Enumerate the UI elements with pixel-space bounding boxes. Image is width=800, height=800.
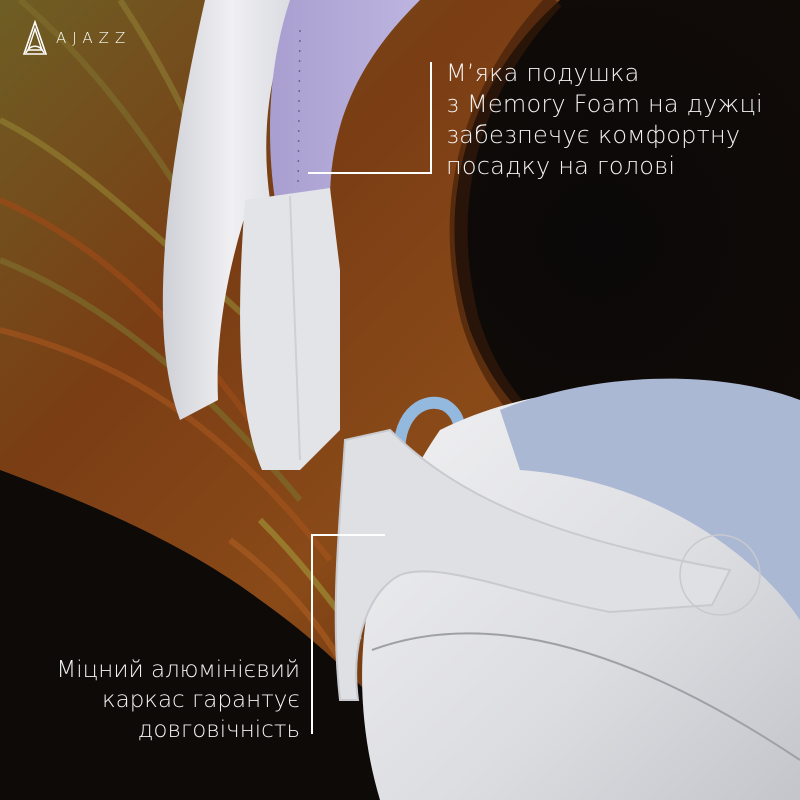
callout-line: М’яка подушка	[446, 59, 640, 87]
brand-name: AJAZZ	[56, 29, 132, 47]
callout-line: забезпечує комфортну	[446, 121, 741, 149]
callout-line: посадку на голові	[446, 152, 676, 180]
bottom-callout-horizontal-line	[311, 534, 385, 536]
top-callout-horizontal-line	[308, 172, 432, 174]
ajazz-triangle-logo-icon	[22, 20, 48, 55]
aluminum-frame-callout: Міцний алюмінієвий каркас гарантує довго…	[0, 655, 300, 745]
callout-line: каркас гарантує	[101, 687, 300, 713]
top-callout-vertical-line	[430, 62, 432, 174]
bottom-callout-vertical-line	[311, 534, 313, 734]
headband-cushion-callout: М’яка подушка з Memory Foam на дужці заб…	[446, 58, 796, 182]
brand-logo: AJAZZ	[22, 20, 131, 56]
callout-line: Міцний алюмінієвий	[56, 657, 300, 683]
callout-line: з Memory Foam на дужці	[446, 90, 763, 118]
callout-line: довговічність	[137, 717, 300, 743]
